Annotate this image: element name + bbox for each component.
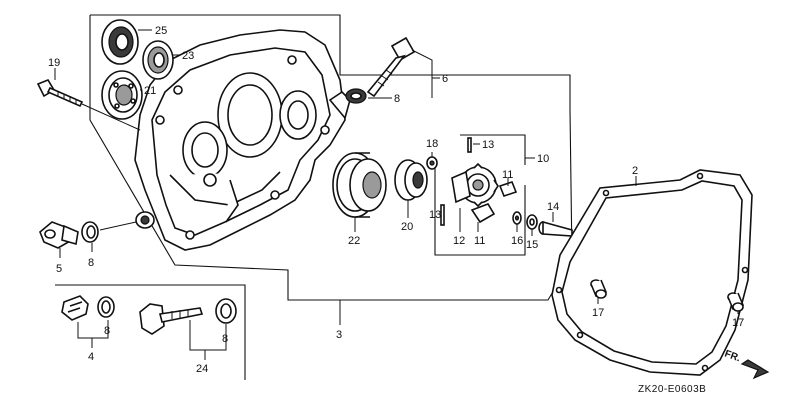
callout-13-lower: 13 <box>429 209 441 221</box>
flange-bolt-19 <box>36 79 84 108</box>
drain-plug-5 <box>39 221 79 249</box>
drain-plug-4 <box>61 295 115 321</box>
oil-seal-23 <box>142 40 174 80</box>
pin-13-lower <box>440 204 445 226</box>
callout-14: 14 <box>547 201 559 213</box>
front-direction-arrow-icon <box>740 359 770 380</box>
dowel-pin-17-right <box>727 292 745 312</box>
crankcase-cover <box>134 29 351 251</box>
callout-5: 5 <box>56 263 62 275</box>
pin-13-upper <box>467 137 472 153</box>
callout-8-gauge: 8 <box>222 333 228 345</box>
governor-shaft-14 <box>538 220 573 237</box>
callout-10: 10 <box>537 153 549 165</box>
oil-seal-25 <box>101 19 139 65</box>
callout-17-left: 17 <box>592 307 604 319</box>
case-cover-gasket-2 <box>551 169 753 376</box>
governor-gear-12 <box>451 162 499 208</box>
o-ring-8-filler <box>345 88 367 104</box>
holder-15 <box>526 214 538 230</box>
callout-19: 19 <box>48 57 60 69</box>
callout-16: 16 <box>511 235 523 247</box>
callout-21: 21 <box>144 85 156 97</box>
callout-23: 23 <box>182 50 194 62</box>
callout-13-upper: 13 <box>482 139 494 151</box>
diagram-code: ZK20-E0603B <box>638 384 706 395</box>
bearing-22 <box>332 152 387 218</box>
callout-11-lower: 11 <box>474 235 485 247</box>
oil-level-gauge-24 <box>139 298 237 335</box>
callout-6: 6 <box>442 73 448 85</box>
front-marker: FR. <box>723 348 742 364</box>
washer-16 <box>512 211 522 225</box>
callout-11-upper: 11 <box>502 169 513 181</box>
callout-3: 3 <box>336 329 342 341</box>
small-parts-frame <box>55 284 246 380</box>
callout-22: 22 <box>348 235 360 247</box>
callout-15: 15 <box>526 239 538 251</box>
oil-filler-cap-6 <box>366 36 416 98</box>
callout-8-plug: 8 <box>104 325 110 337</box>
callout-2: 2 <box>632 165 638 177</box>
callout-18: 18 <box>426 138 438 150</box>
callout-25: 25 <box>155 25 167 37</box>
callout-8-filler: 8 <box>394 93 400 105</box>
bearing-21 <box>101 70 143 120</box>
dowel-pin-17-left <box>590 279 608 299</box>
callout-4: 4 <box>88 351 94 363</box>
callout-8-drain: 8 <box>88 257 94 269</box>
callout-20: 20 <box>401 221 413 233</box>
governor-weight-11 <box>470 181 518 224</box>
sealing-washer-8-drain <box>81 221 99 243</box>
governor-frame <box>434 134 535 256</box>
callout-24: 24 <box>196 363 208 375</box>
callout-12: 12 <box>453 235 465 247</box>
callout-17-right: 17 <box>732 317 744 329</box>
bearing-20 <box>394 159 428 201</box>
washer-18 <box>426 156 438 170</box>
